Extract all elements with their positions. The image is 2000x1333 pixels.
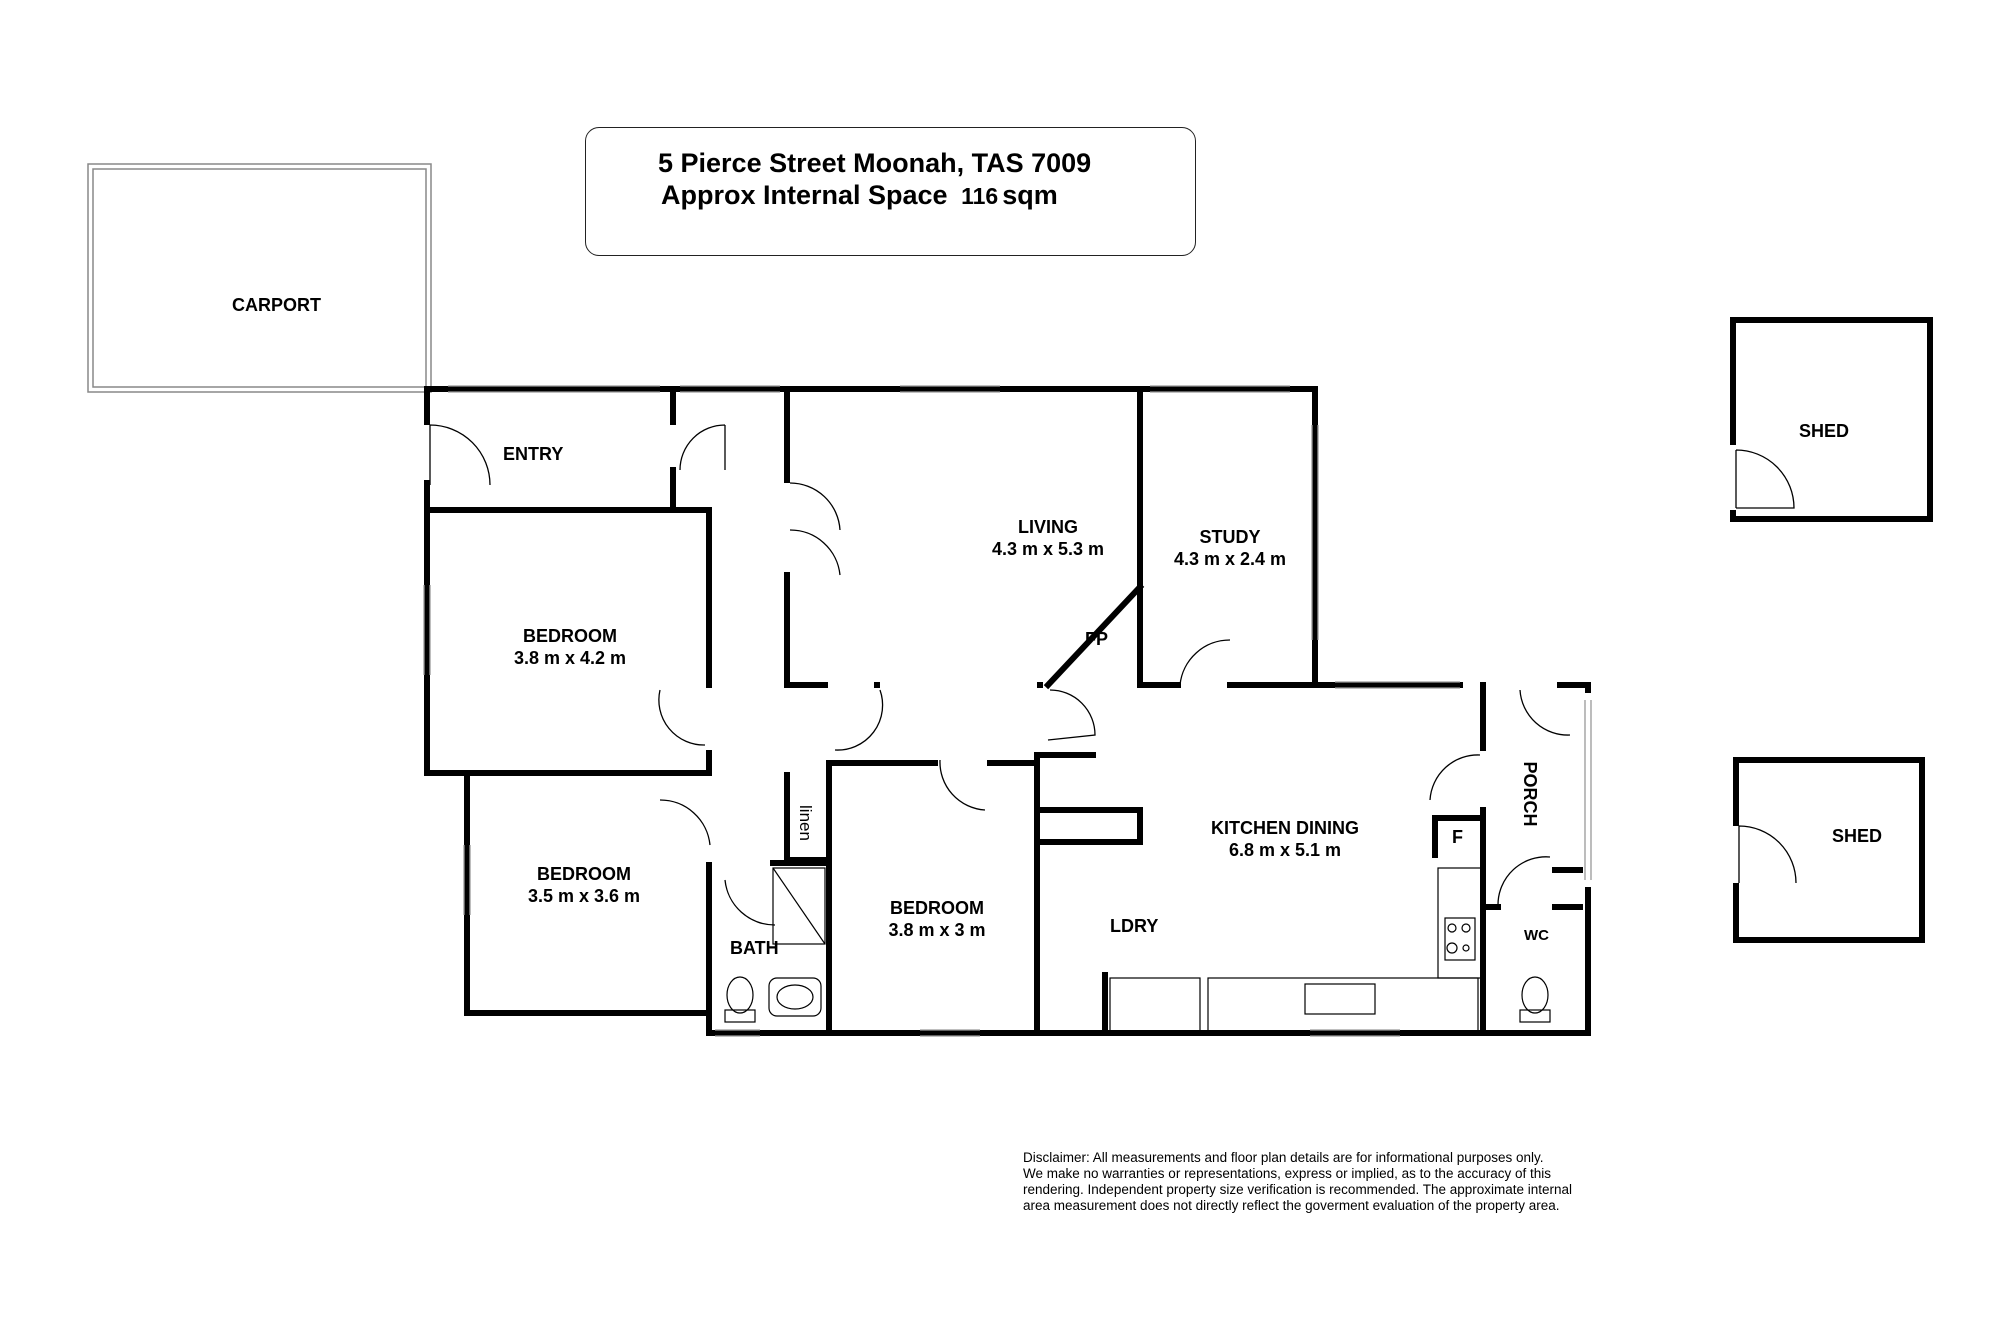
shed-1-label: SHED [1799,421,1850,441]
bedroom-3-size: 3.8 m x 3 m [888,920,986,940]
disclaimer: Disclaimer: All measurements and floor p… [1023,1150,1573,1213]
study-name: STUDY [1199,527,1261,547]
room-wc: WC [1524,927,1549,944]
shed-2-label: SHED [1832,826,1883,846]
living-size: 4.3 m x 5.3 m [991,539,1105,559]
room-kitchen-dining: KITCHEN DINING 6.8 m x 5.1 m [1185,817,1385,861]
sink [1304,983,1376,1015]
bedroom-2-size: 3.5 m x 3.6 m [527,886,641,906]
room-living: LIVING 4.3 m x 5.3 m [978,516,1118,560]
toilet-wc [1521,976,1549,1014]
basin [768,977,822,1017]
bedroom-2-name: BEDROOM [537,864,631,884]
room-carport: CARPORT [232,295,321,315]
kitchen-size: 6.8 m x 5.1 m [1228,840,1342,860]
space-label: Approx Internal Space [661,180,948,210]
walls [424,386,1591,1036]
carport-outline [87,163,432,393]
shower [772,867,826,945]
living-name: LIVING [1017,517,1078,537]
bedroom-1-name: BEDROOM [523,626,617,646]
fridge-label: F [1452,827,1463,847]
kitchen-bench-side [1437,867,1484,979]
room-bath: BATH [730,938,779,958]
shed-1-door [1735,449,1795,509]
room-bedroom-1: BEDROOM 3.8 m x 4.2 m [500,625,640,669]
door-swings [429,424,1571,926]
linen-label: linen [796,805,815,841]
fixtures [724,867,1551,1034]
kitchen-bench [1207,977,1479,1034]
room-entry: ENTRY [503,444,564,464]
bedroom-1-size: 3.8 m x 4.2 m [513,648,627,668]
space-value: 116 [961,183,999,209]
bedroom-3-name: BEDROOM [890,898,984,918]
space-unit: sqm [1002,180,1058,210]
title-box: 5 Pierce Street Moonah, TAS 7009 Approx … [585,127,1196,256]
cooktop [1444,917,1476,961]
kitchen-name: KITCHEN DINING [1211,818,1359,838]
address-line: 5 Pierce Street Moonah, TAS 7009 [658,148,1092,178]
room-porch: PORCH [1520,761,1540,827]
study-size: 4.3 m x 2.4 m [1173,549,1287,569]
room-bedroom-3: BEDROOM 3.8 m x 3 m [867,897,1007,941]
toilet-bath [726,976,754,1014]
room-study: STUDY 4.3 m x 2.4 m [1160,526,1300,570]
shed-2-door [1738,825,1797,884]
laundry-tub [1109,977,1201,1034]
shed-2 [1733,757,1925,943]
room-laundry: LDRY [1110,916,1159,936]
shed-1 [1730,317,1933,522]
windows [423,385,1592,1037]
room-bedroom-2: BEDROOM 3.5 m x 3.6 m [514,863,654,907]
fireplace-label: FP [1085,629,1109,649]
